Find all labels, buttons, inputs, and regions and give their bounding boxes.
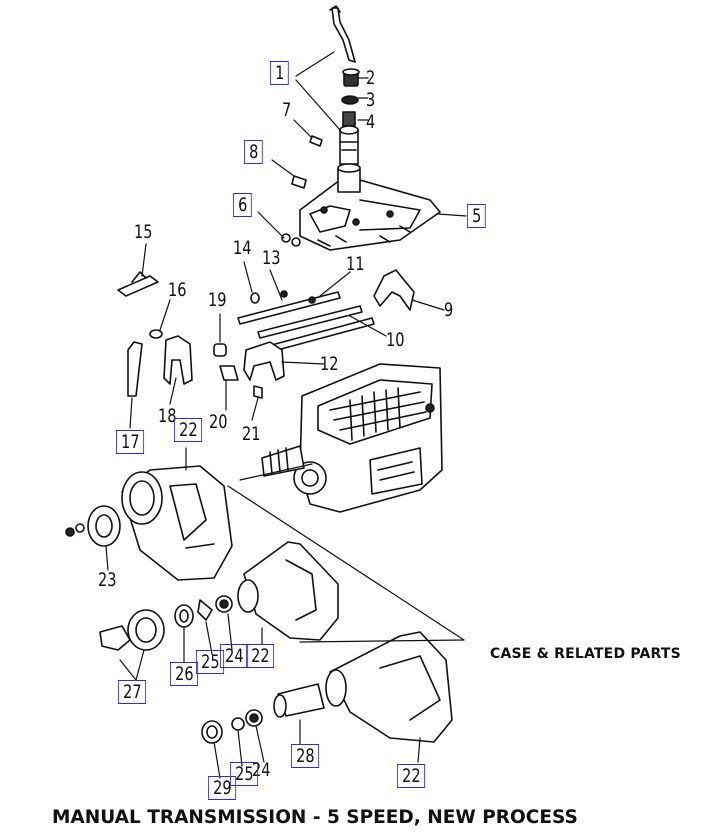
callout-29: 29 bbox=[208, 776, 236, 800]
section-title: CASE & RELATED PARTS bbox=[490, 646, 681, 662]
figure-caption: MANUAL TRANSMISSION - 5 SPEED, NEW PROCE… bbox=[52, 807, 578, 828]
callout-24-lower: 24 bbox=[252, 759, 271, 781]
callout-12: 12 bbox=[320, 353, 339, 375]
callout-25-lower: 25 bbox=[230, 762, 258, 786]
callout-8: 8 bbox=[244, 140, 263, 164]
callout-16: 16 bbox=[168, 279, 187, 301]
shift-rails-drawing bbox=[117, 269, 415, 399]
callout-14: 14 bbox=[233, 237, 252, 259]
callout-5: 5 bbox=[467, 204, 486, 228]
callout-3: 3 bbox=[366, 89, 376, 111]
callout-19: 19 bbox=[208, 289, 227, 311]
callout-6: 6 bbox=[233, 193, 252, 217]
callout-25-upper: 25 bbox=[196, 650, 224, 674]
callout-2: 2 bbox=[366, 67, 376, 89]
lower-housing-drawing bbox=[201, 631, 453, 744]
callout-24-upper: 24 bbox=[220, 644, 248, 668]
top-cover-drawing bbox=[281, 163, 441, 251]
callout-7: 7 bbox=[282, 99, 292, 121]
callout-18: 18 bbox=[158, 405, 177, 427]
adapter-housing-drawing bbox=[65, 465, 233, 581]
transmission-case-drawing bbox=[261, 363, 443, 513]
callout-9: 9 bbox=[444, 299, 454, 321]
callout-26: 26 bbox=[170, 662, 198, 686]
callout-13: 13 bbox=[262, 247, 281, 269]
callout-22-top: 22 bbox=[174, 418, 202, 442]
callout-1: 1 bbox=[270, 61, 289, 85]
callout-17: 17 bbox=[116, 430, 144, 454]
callout-10: 10 bbox=[386, 329, 405, 351]
extension-housing-drawing bbox=[99, 541, 339, 651]
shift-lever-drawing bbox=[291, 5, 360, 189]
callout-21: 21 bbox=[242, 423, 261, 445]
callout-22-bottom: 22 bbox=[397, 764, 425, 788]
callout-22-middle: 22 bbox=[246, 644, 274, 668]
callout-11: 11 bbox=[346, 253, 365, 275]
callout-23: 23 bbox=[98, 569, 117, 591]
callout-20: 20 bbox=[209, 411, 228, 433]
callout-15: 15 bbox=[134, 221, 153, 243]
callout-28: 28 bbox=[291, 744, 319, 768]
callout-27: 27 bbox=[118, 680, 146, 704]
callout-4: 4 bbox=[366, 111, 376, 133]
